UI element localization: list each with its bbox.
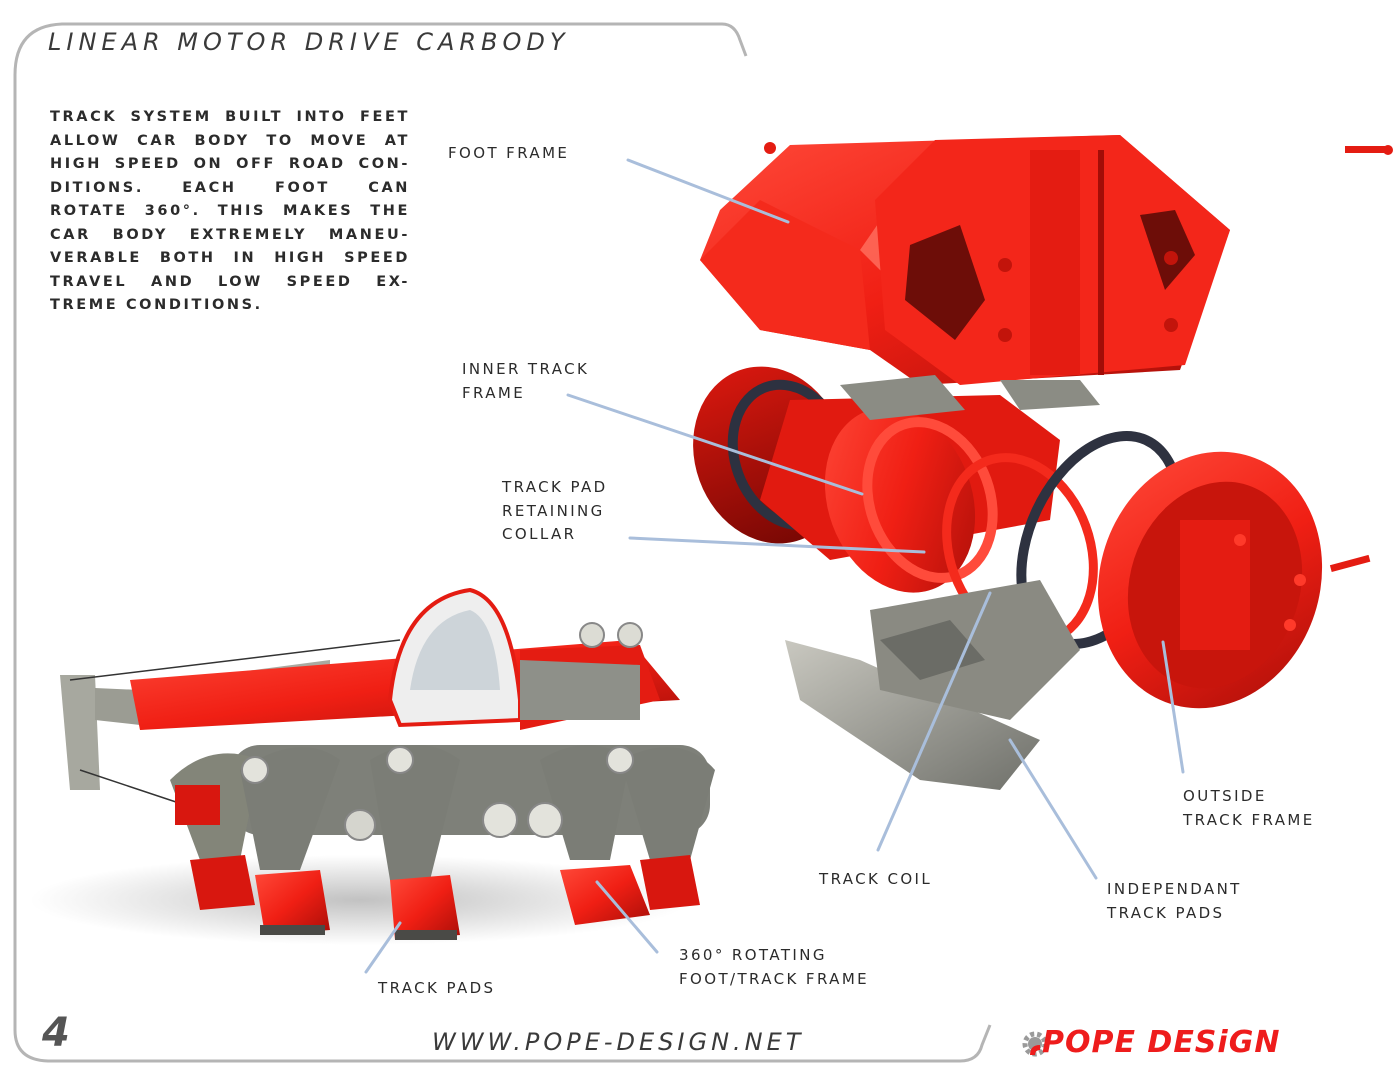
crane-vehicle-illustration: [30, 587, 715, 945]
leader-track-pads: [364, 921, 402, 974]
callout-line: 360° ROTATING: [679, 946, 827, 964]
foot-frame-part: [700, 135, 1393, 385]
intro-line: HIGH SPEED ON OFF ROAD CON-: [50, 156, 410, 172]
leader-inner-track-frame: [566, 393, 864, 496]
outside-track-frame-part: [1097, 451, 1371, 709]
page-title: LINEAR MOTOR DRIVE CARBODY: [48, 28, 570, 56]
vehicle-feet: [190, 855, 700, 940]
callout-line: INDEPENDANT: [1107, 880, 1242, 898]
intro-line: ROTATE 360°. THIS MAKES THE: [50, 203, 410, 219]
callout-line: FOOT/TRACK FRAME: [679, 969, 870, 988]
callout-line: RETAINING: [502, 501, 605, 520]
intro-line: TRACK SYSTEM BUILT INTO FEET: [50, 109, 410, 125]
intro-line: DITIONS. EACH FOOT CAN: [50, 179, 410, 196]
callout-rotating-foot: 360° ROTATING FOOT/TRACK FRAME: [679, 944, 869, 991]
frame-top-border: [13, 22, 748, 76]
intro-line: TREME CONDITIONS.: [50, 297, 263, 313]
brand-name: POPE DESiGN: [1042, 1025, 1281, 1060]
frame-bottom-border: [13, 75, 992, 1063]
callout-line: OUTSIDE: [1183, 787, 1267, 805]
intro-line: VERABLE BOTH IN HIGH SPEED: [50, 250, 410, 266]
callout-line: TRACK PAD: [502, 478, 608, 496]
leader-lines: [364, 158, 1185, 974]
callout-line: TRACK FRAME: [1183, 810, 1315, 829]
track-pads-part: [785, 580, 1080, 790]
callout-line: FOOT FRAME: [448, 144, 570, 162]
callout-line: TRACK PADS: [378, 979, 496, 997]
intro-line: TRAVEL AND LOW SPEED EX-: [50, 273, 410, 290]
callout-track-pads: TRACK PADS: [378, 977, 495, 1001]
callout-foot-frame: FOOT FRAME: [448, 142, 569, 166]
intro-line: CAR BODY EXTREMELY MANEU-: [50, 226, 410, 243]
callout-line: INNER TRACK: [462, 360, 590, 378]
leader-independant-pads: [1008, 738, 1098, 880]
leader-rotating-foot: [595, 880, 659, 954]
page-number: 4: [42, 1010, 70, 1056]
website-url[interactable]: WWW.POPE-DESIGN.NET: [432, 1028, 805, 1056]
callout-inner-track-frame: INNER TRACK FRAME: [462, 358, 589, 405]
callout-independant-track-pads: INDEPENDANT TRACK PADS: [1107, 878, 1242, 925]
callout-line: TRACK COIL: [819, 870, 933, 888]
leader-foot-frame: [626, 158, 790, 224]
gear-icon: [1022, 1031, 1048, 1057]
callout-track-coil: TRACK COIL: [819, 868, 932, 892]
intro-paragraph: TRACK SYSTEM BUILT INTO FEET ALLOW CAR B…: [50, 106, 410, 318]
callout-line: FRAME: [462, 383, 526, 402]
callout-track-pad-retaining-collar: TRACK PAD RETAINING COLLAR: [502, 476, 608, 547]
inner-track-frame-part: [693, 366, 1100, 647]
leader-retaining-collar: [628, 536, 926, 554]
intro-line: ALLOW CAR BODY TO MOVE AT: [50, 132, 410, 149]
callout-line: COLLAR: [502, 525, 577, 543]
leader-outside-frame: [1161, 640, 1185, 774]
leader-track-coil: [876, 591, 992, 852]
callout-outside-track-frame: OUTSIDE TRACK FRAME: [1183, 785, 1315, 832]
callout-line: TRACK PADS: [1107, 903, 1225, 922]
